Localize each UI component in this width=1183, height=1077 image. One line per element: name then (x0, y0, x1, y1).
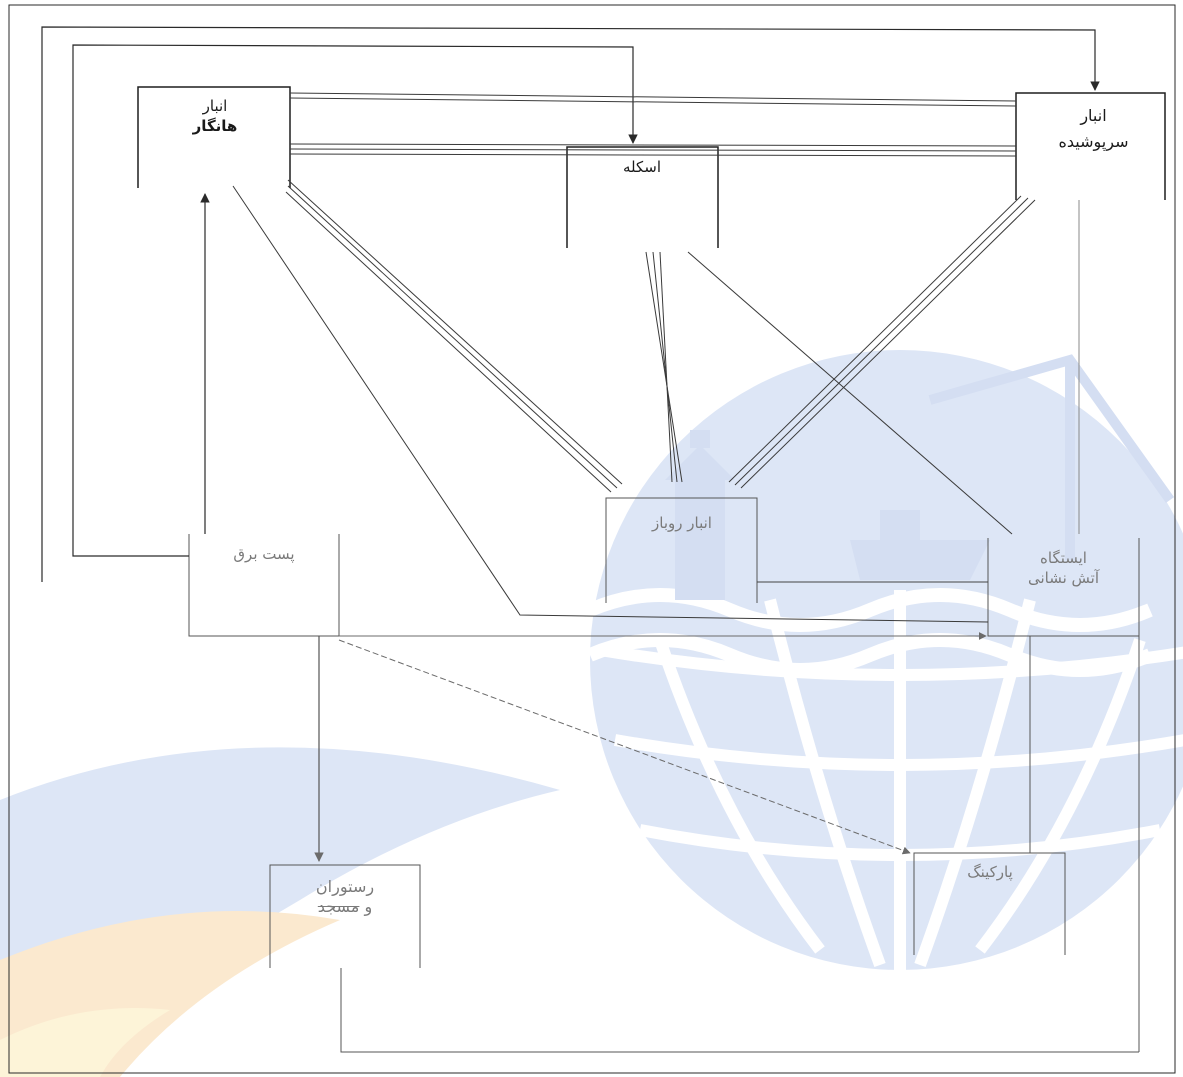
label-anbar-hangar-line1: انبار (150, 96, 280, 116)
label-post-bargh-line1: پست برق (199, 544, 329, 564)
connector-hangar-sarpushideh-low (290, 144, 1016, 156)
label-anbar-hangar-line2: هانگار (150, 116, 280, 136)
label-anbar-rubaz: انبار روباز (616, 513, 748, 533)
label-post-bargh: پست برق (199, 544, 329, 564)
label-anbar-sarpushideh: انبار سرپوشیده (1026, 103, 1161, 155)
connector-hangar-rubaz (286, 180, 622, 492)
label-istgah-atash-line1: ایستگاه (996, 548, 1131, 568)
connector-restoran-loop (341, 968, 1139, 1052)
label-istgah-atash-line2: آتش نشانی (996, 568, 1131, 588)
connector-post-parking (339, 640, 910, 853)
label-anbar-hangar: انبار هانگار (150, 96, 280, 136)
label-restoran-line2: و مسجد (280, 897, 410, 917)
label-anbar-rubaz-line1: انبار روباز (616, 513, 748, 533)
label-eskeleh: اسکله (577, 157, 707, 177)
connector-sarpushideh-rubaz (729, 196, 1035, 488)
label-parking: پارکینگ (924, 862, 1056, 882)
label-parking-line1: پارکینگ (924, 862, 1056, 882)
label-restoran: رستوران و مسجد (280, 877, 410, 917)
label-istgah-atash: ایستگاه آتش نشانی (996, 548, 1131, 588)
connector-eskeleh-rubaz (646, 252, 682, 482)
label-restoran-line2a: و (359, 897, 372, 916)
label-eskeleh-line1: اسکله (577, 157, 707, 177)
connector-hangar-istgah (233, 186, 988, 622)
label-anbar-sarpushideh-line2: سرپوشیده (1026, 129, 1161, 155)
label-restoran-line2b: مسجد (318, 897, 360, 916)
label-restoran-line1: رستوران (280, 877, 410, 897)
connector-eskeleh-istgah (688, 252, 1012, 534)
connector-hangar-sarpushideh (290, 93, 1016, 106)
label-anbar-sarpushideh-line1: انبار (1026, 103, 1161, 129)
